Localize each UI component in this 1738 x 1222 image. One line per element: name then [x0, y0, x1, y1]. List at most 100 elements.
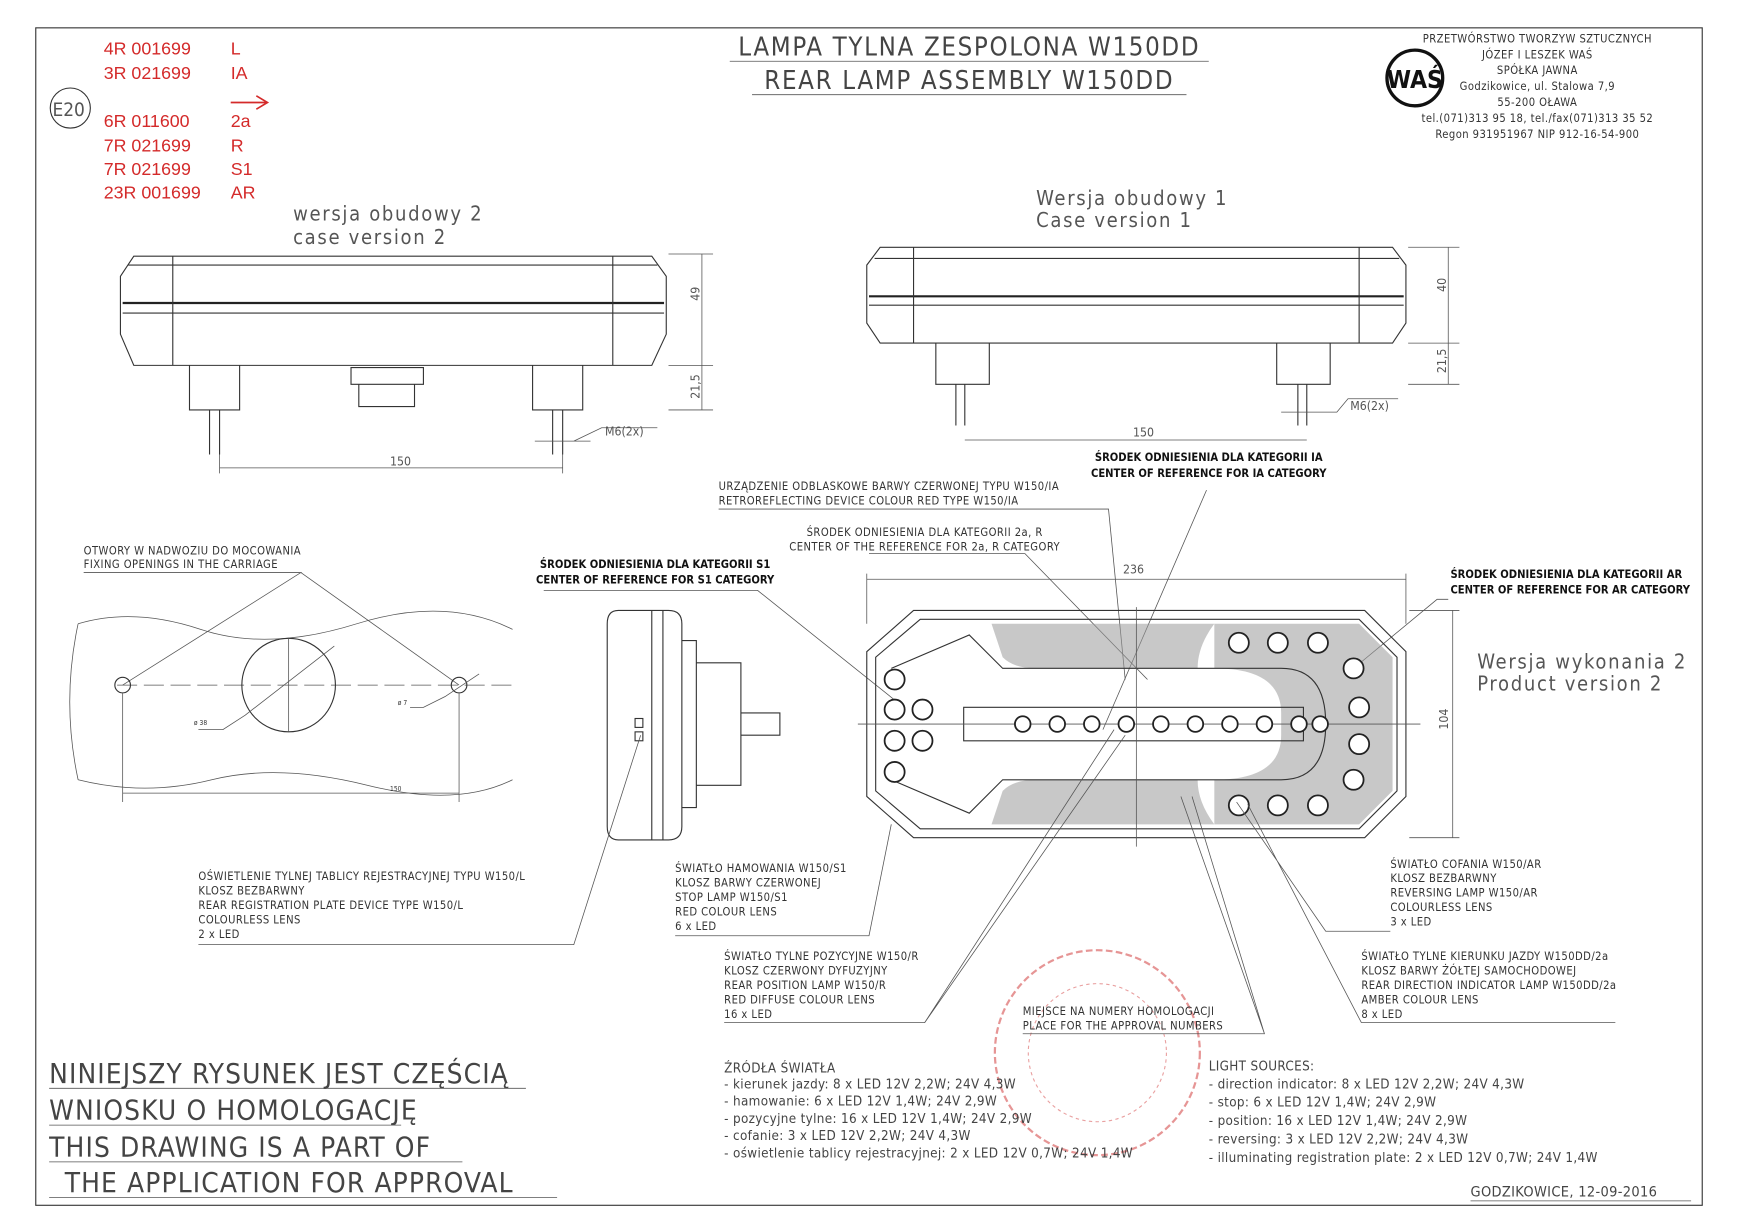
- notice-line: THE APPLICATION FOR APPROVAL: [64, 1166, 514, 1199]
- holes-label-en: FIXING OPENINGS IN THE CARRIAGE: [84, 558, 278, 571]
- lamp-side-profile: [606, 609, 781, 841]
- product-version-pl: Wersja wykonania 2: [1477, 649, 1687, 673]
- callout-text: URZĄDZENIE ODBLASKOWE BARWY CZERWONEJ TY…: [719, 480, 1059, 493]
- callout-text: REAR REGISTRATION PLATE DEVICE TYPE W150…: [198, 899, 463, 912]
- callout-text: REAR POSITION LAMP W150/R: [724, 979, 886, 992]
- company-line: Regon 931951967 NIP 912-16-54-900: [1435, 128, 1639, 141]
- callout-text: ŚWIATŁO TYLNE POZYCYJNE W150/R: [724, 950, 919, 963]
- approval-code: 3R 021699: [104, 63, 191, 83]
- callout-text: ŚRODEK ODNIESIENIA DLA KATEGORII AR: [1450, 568, 1682, 581]
- led-icon: [1152, 715, 1170, 733]
- title-pl: LAMPA TYLNA ZESPOLONA W150DD: [738, 33, 1200, 63]
- led-icon: [1311, 715, 1329, 733]
- led-icon: [883, 668, 906, 691]
- case1-label-en: Case version 1: [1036, 208, 1193, 232]
- holes-label-pl: OTWORY W NADWOZIU DO MOCOWANIA: [84, 545, 301, 558]
- case1-height-dim: 40: [1435, 278, 1449, 292]
- hole-diameter-big: ø 38: [194, 719, 207, 727]
- case1-stud-dim: 21,5: [1435, 349, 1449, 374]
- led-icon: [1342, 768, 1365, 791]
- led-icon: [911, 729, 934, 752]
- case1-thread: M6(2x): [1350, 399, 1389, 413]
- front-height-dim: 104: [1437, 709, 1451, 730]
- approval-category: R: [231, 135, 244, 155]
- callout-text: CENTER OF REFERENCE FOR S1 CATEGORY: [536, 574, 775, 587]
- callout-text: ŚRODEK ODNIESIENIA DLA KATEGORII 2a, R: [807, 526, 1043, 539]
- hole-diameter-small: ø 7: [398, 699, 408, 707]
- callout-text: MIEJSCE NA NUMERY HOMOLOGACJI: [1023, 1005, 1215, 1018]
- approval-code: 7R 021699: [104, 135, 191, 155]
- hole-spacing: 150: [390, 785, 402, 793]
- led-icon: [1221, 715, 1239, 733]
- callout-s1: ŚRODEK ODNIESIENIA DLA KATEGORII S1 CENT…: [536, 558, 898, 703]
- source-item: - kierunek jazdy: 8 x LED 12V 2,2W; 24V …: [724, 1077, 1016, 1092]
- callout-text: STOP LAMP W150/S1: [675, 891, 788, 904]
- source-item: - cofanie: 3 x LED 12V 2,2W; 24V 4,3W: [724, 1129, 971, 1144]
- source-item: - stop: 6 x LED 12V 1,4W; 24V 2,9W: [1209, 1096, 1437, 1111]
- source-item: - position: 16 x LED 12V 1,4W; 24V 2,9W: [1209, 1114, 1468, 1129]
- callout-text: RED DIFFUSE COLOUR LENS: [724, 994, 875, 1007]
- callout-text: REAR DIRECTION INDICATOR LAMP W150DD/2a: [1361, 979, 1616, 992]
- case2-thread: M6(2x): [605, 425, 644, 439]
- callout-text: 16 x LED: [724, 1008, 772, 1021]
- callout-text: CENTER OF THE REFERENCE FOR 2a, R CATEGO…: [789, 540, 1060, 553]
- company-line: tel.(071)313 95 18, tel./fax(071)313 35 …: [1421, 112, 1653, 125]
- callout-text: PLACE FOR THE APPROVAL NUMBERS: [1023, 1019, 1224, 1032]
- arrow-right-icon: [230, 95, 270, 110]
- case2-label-pl: wersja obudowy 2: [293, 202, 483, 226]
- callout-ar: ŚRODEK ODNIESIENIA DLA KATEGORII AR CENT…: [1353, 568, 1691, 669]
- company-line: 55-200 OŁAWA: [1497, 96, 1577, 109]
- callout-ia: ŚRODEK ODNIESIENIA DLA KATEGORII IA CENT…: [1091, 451, 1327, 730]
- e-mark-icon: [49, 87, 91, 129]
- led-icon: [1227, 631, 1250, 654]
- callout-text: CENTER OF REFERENCE FOR AR CATEGORY: [1450, 584, 1690, 597]
- led-icon: [883, 761, 906, 783]
- led-icon: [1266, 631, 1289, 654]
- callout-text: KLOSZ BEZBARWNY: [1390, 872, 1497, 885]
- callout-text: CENTER OF REFERENCE FOR IA CATEGORY: [1091, 467, 1327, 480]
- led-icon: [1348, 696, 1371, 719]
- callout-text: RETROREFLECTING DEVICE COLOUR RED TYPE W…: [719, 495, 1019, 508]
- callout-text: 6 x LED: [675, 920, 716, 933]
- source-item: - oświetlenie tablicy rejestracyjnej: 2 …: [724, 1145, 1133, 1161]
- callout-text: COLOURLESS LENS: [1390, 901, 1492, 914]
- approval-category: IA: [231, 63, 248, 83]
- notice-line: THIS DRAWING IS A PART OF: [48, 1130, 431, 1163]
- case2-width-dim: 150: [390, 455, 411, 469]
- source-item: - pozycyjne tylne: 16 x LED 12V 1,4W; 24…: [724, 1112, 1032, 1127]
- lamp-front-view: 236 104 Wersja wykonania 2 Product versi…: [857, 563, 1687, 847]
- callout-direction-lamp: ŚWIATŁO TYLNE KIERUNKU JAZDY W150DD/2aKL…: [1361, 950, 1616, 1021]
- company-logo: WAŚ: [1387, 64, 1443, 94]
- source-item: - reversing: 3 x LED 12V 2,2W; 24V 4,3W: [1209, 1132, 1469, 1147]
- led-icon: [1290, 715, 1308, 733]
- approval-code: 23R 001699: [104, 182, 201, 202]
- title-en: REAR LAMP ASSEMBLY W150DD: [764, 66, 1174, 96]
- approval-stamp: [993, 949, 1201, 1157]
- front-width-dim: 236: [1123, 563, 1144, 577]
- callout-approval-place: MIEJSCE NA NUMERY HOMOLOGACJI PLACE FOR …: [1022, 796, 1266, 1035]
- place-date: GODZIKOWICE, 12-09-2016: [1470, 1184, 1692, 1202]
- approval-code: 6R 011600: [104, 111, 190, 131]
- approval-category: L: [231, 39, 241, 59]
- company-line: JÓZEF I LESZEK WAŚ: [1481, 48, 1593, 61]
- callout-text: KLOSZ BARWY CZERWONEJ: [675, 877, 821, 890]
- callout-text: OŚWIETLENIE TYLNEJ TABLICY REJESTRACYJNE…: [198, 870, 525, 883]
- led-icon: [1266, 794, 1289, 817]
- approval-category: S1: [231, 159, 253, 179]
- callout-plate-lamp: OŚWIETLENIE TYLNEJ TABLICY REJESTRACYJNE…: [198, 870, 525, 941]
- callout-text: ŚRODEK ODNIESIENIA DLA KATEGORII S1: [540, 558, 770, 571]
- led-icon: [1014, 715, 1032, 733]
- callout-text: REVERSING LAMP W150/AR: [1390, 887, 1538, 900]
- approval-category: AR: [231, 182, 256, 202]
- source-item: - illuminating registration plate: 2 x L…: [1209, 1151, 1598, 1166]
- callout-2a-r: ŚRODEK ODNIESIENIA DLA KATEGORII 2a, R C…: [789, 526, 1148, 680]
- fixing-openings-view: OTWORY W NADWOZIU DO MOCOWANIA FIXING OP…: [69, 545, 513, 803]
- callout-text: ŚRODEK ODNIESIENIA DLA KATEGORII IA: [1095, 451, 1323, 464]
- light-sources-pl: ŹRÓDŁA ŚWIATŁA- kierunek jazdy: 8 x LED …: [724, 1059, 1133, 1162]
- case2-stud-dim: 21,5: [689, 374, 703, 399]
- led-icon: [1048, 715, 1066, 733]
- product-version-en: Product version 2: [1477, 672, 1663, 696]
